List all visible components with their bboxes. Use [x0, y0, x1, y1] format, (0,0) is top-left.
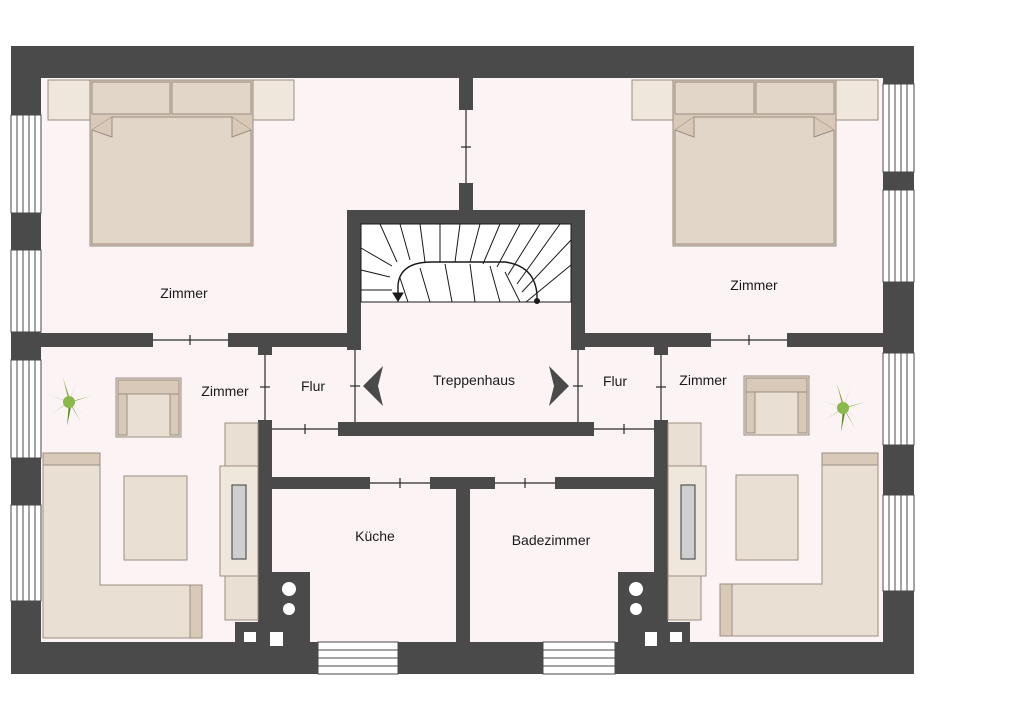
windows-right [882, 83, 915, 592]
room-label-treppenhaus: Treppenhaus [433, 372, 515, 388]
room-label-zimmer-mid-right: Zimmer [679, 372, 727, 388]
bed-right [631, 79, 879, 247]
triangle-arrow-icon [549, 366, 569, 406]
room-label-zimmer-top-right: Zimmer [730, 277, 778, 293]
room-label-badezimmer: Badezimmer [511, 532, 591, 548]
living-left-furniture [42, 377, 259, 639]
room-label-flur-left: Flur [300, 378, 326, 394]
doors [153, 110, 787, 488]
windows-left [10, 114, 42, 602]
stove-burner-icon [244, 582, 682, 646]
living-right-furniture [667, 375, 879, 637]
room-label-flur-right: Flur [602, 373, 628, 389]
room-label-zimmer-top-left: Zimmer [160, 285, 208, 301]
staircase [360, 223, 572, 304]
room-label-zimmer-mid-left: Zimmer [201, 383, 249, 399]
room-label-kueche: Küche [355, 528, 395, 544]
potted-plant-icon [47, 378, 91, 426]
windows-bottom [317, 641, 616, 675]
bed-left [47, 79, 295, 247]
potted-plant-icon [821, 384, 865, 432]
triangle-arrow-icon [363, 366, 383, 406]
